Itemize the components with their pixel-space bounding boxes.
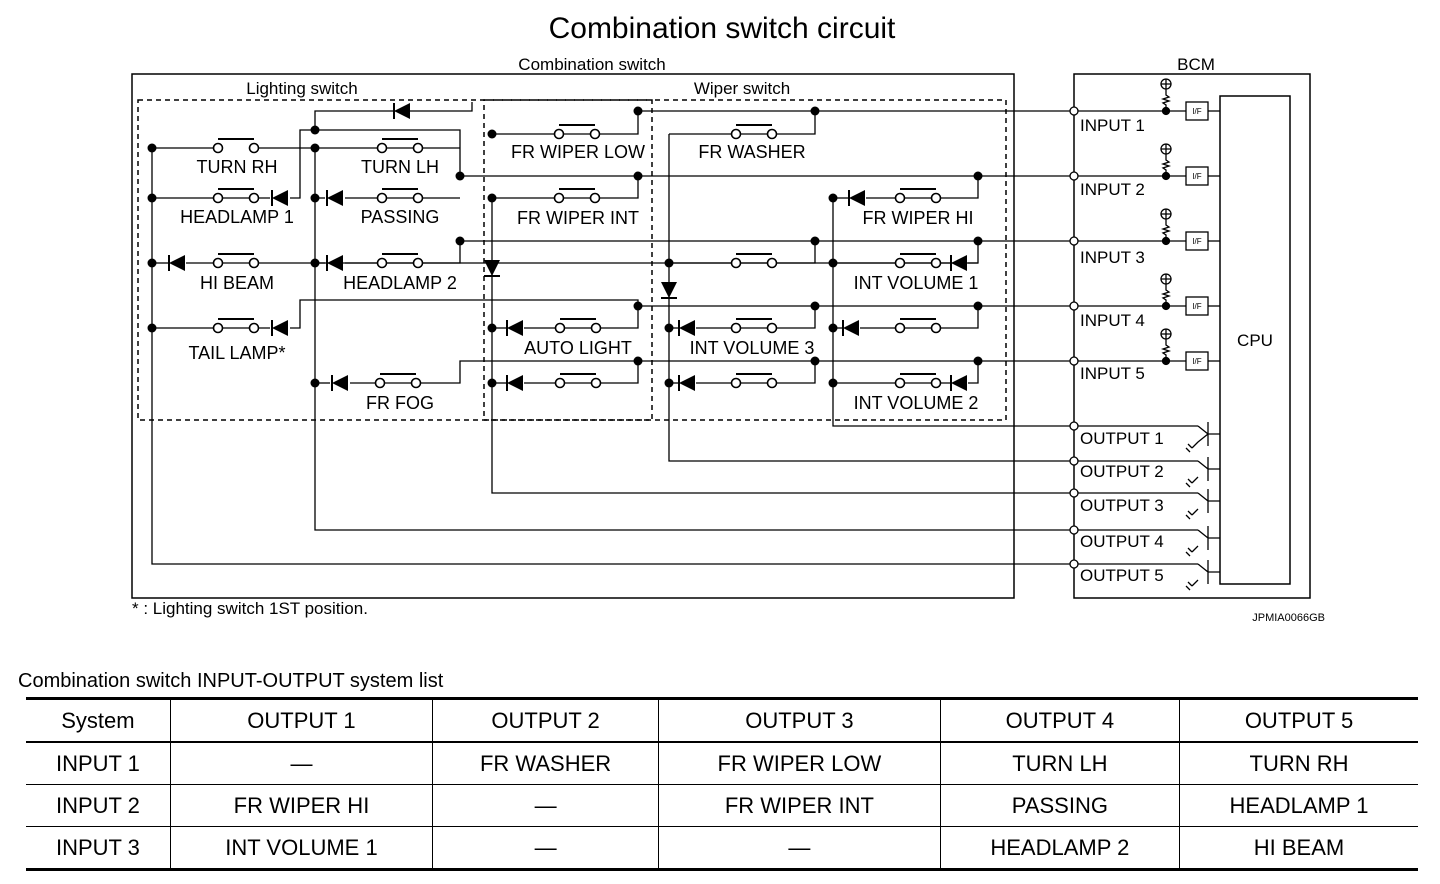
figure-code: JPMIA0066GB — [1252, 612, 1325, 624]
label-fr-washer: FR WASHER — [698, 142, 805, 162]
output-1-label: OUTPUT 1 — [1080, 429, 1164, 448]
output-2-label: OUTPUT 2 — [1080, 462, 1164, 481]
combination-switch-box — [131, 73, 1015, 599]
bcm-input-circuits — [1069, 78, 1220, 371]
label-int-volume-1: INT VOLUME 1 — [854, 273, 979, 293]
table-cell: HEADLAMP 2 — [939, 826, 1180, 870]
table-cell: PASSING — [939, 784, 1180, 827]
bcm-box — [1073, 73, 1311, 599]
if-label-4: I/F — [1192, 302, 1201, 311]
table-header-row: System OUTPUT 1 OUTPUT 2 OUTPUT 3 OUTPUT… — [26, 698, 1418, 743]
table-cell: FR WIPER LOW — [658, 742, 941, 785]
label-tail-lamp: TAIL LAMP* — [188, 343, 285, 363]
label-passing: PASSING — [361, 207, 440, 227]
table-cell: — — [432, 784, 659, 827]
label-hi-beam: HI BEAM — [200, 273, 274, 293]
table-cell: HI BEAM — [1179, 826, 1418, 870]
label-auto-light: AUTO LIGHT — [524, 338, 632, 358]
table-cell: INPUT 3 — [55, 834, 140, 860]
system-list-title: Combination switch INPUT-OUTPUT system l… — [18, 670, 444, 692]
io-system-table: System OUTPUT 1 OUTPUT 2 OUTPUT 3 OUTPUT… — [26, 697, 1418, 871]
output-3-label: OUTPUT 3 — [1080, 496, 1164, 515]
label-int-volume-2: INT VOLUME 2 — [854, 393, 979, 413]
table-cell: INPUT 1 — [26, 742, 171, 785]
circuit-diagram: Combination switch circuit Combination s… — [131, 12, 1325, 624]
label-fr-wiper-low: FR WIPER LOW — [511, 142, 645, 162]
table-row: INPUT 3 INT VOLUME 1 — — HEADLAMP 2 HI B… — [26, 826, 1418, 870]
table-cell: TURN RH — [1179, 742, 1418, 785]
footnote: * : Lighting switch 1ST position. — [132, 599, 368, 618]
header-cell: OUTPUT 5 — [1179, 698, 1418, 743]
lighting-switch-box — [137, 99, 653, 421]
table-cell: — — [169, 742, 433, 785]
label-fr-fog: FR FOG — [366, 393, 434, 413]
label-headlamp-1: HEADLAMP 1 — [180, 207, 294, 227]
header-cell: OUTPUT 3 — [658, 698, 941, 743]
header-cell: OUTPUT 2 — [432, 698, 659, 743]
bcm-output-transistors — [1069, 421, 1220, 591]
table-cell: FR WIPER HI — [169, 784, 433, 827]
if-label-3: I/F — [1192, 237, 1201, 246]
wiper-switch-label: Wiper switch — [694, 79, 790, 98]
table-cell: FR WASHER — [432, 742, 659, 785]
junction-dots — [147, 106, 983, 388]
label-int-volume-3: INT VOLUME 3 — [690, 338, 815, 358]
cpu-label: CPU — [1237, 331, 1273, 350]
if-label-1: I/F — [1192, 107, 1201, 116]
table-cell: FR WIPER INT — [658, 784, 941, 827]
table-cell: INT VOLUME 1 — [169, 826, 433, 870]
lighting-switch-label: Lighting switch — [246, 79, 358, 98]
output-4-label: OUTPUT 4 — [1080, 532, 1164, 551]
input-3-label: INPUT 3 — [1080, 248, 1145, 267]
interface-labels: I/F I/F I/F I/F I/F — [1192, 107, 1201, 366]
if-label-2: I/F — [1192, 172, 1201, 181]
input-1-label: INPUT 1 — [1080, 116, 1145, 135]
diagram-title: Combination switch circuit — [549, 12, 896, 45]
table-cell: INPUT 2 — [26, 784, 171, 827]
header-cell: OUTPUT 4 — [939, 698, 1180, 743]
table-cell: TURN LH — [939, 742, 1180, 785]
header-cell: OUTPUT 1 — [169, 698, 433, 743]
if-label-5: I/F — [1192, 357, 1201, 366]
wiring — [151, 102, 1198, 565]
combination-switch-label: Combination switch — [518, 55, 665, 74]
table-row: INPUT 2 FR WIPER HI — FR WIPER INT PASSI… — [26, 784, 1418, 827]
output-5-label: OUTPUT 5 — [1080, 566, 1164, 585]
input-5-label: INPUT 5 — [1080, 364, 1145, 383]
input-2-label: INPUT 2 — [1080, 180, 1145, 199]
label-turn-lh: TURN LH — [361, 157, 439, 177]
label-fr-wiper-int: FR WIPER INT — [517, 208, 639, 228]
header-cell: System — [26, 698, 171, 743]
table-cell: — — [432, 826, 659, 870]
table-cell: HEADLAMP 1 — [1179, 784, 1418, 827]
label-fr-wiper-hi: FR WIPER HI — [863, 208, 974, 228]
bcm-outputs: OUTPUT 1 OUTPUT 2 OUTPUT 3 OUTPUT 4 OUTP… — [1080, 429, 1164, 585]
label-headlamp-2: HEADLAMP 2 — [343, 273, 457, 293]
bcm-label: BCM — [1177, 55, 1215, 74]
table-row: INPUT 1 — FR WASHER FR WIPER LOW TURN LH… — [26, 742, 1418, 785]
bcm-inputs: INPUT 1 INPUT 2 INPUT 3 INPUT 4 INPUT 5 — [1080, 116, 1145, 383]
label-turn-rh: TURN RH — [197, 157, 278, 177]
input-4-label: INPUT 4 — [1080, 311, 1145, 330]
switch-labels: TURN RH TURN LH HEADLAMP 1 PASSING HI BE… — [180, 142, 978, 413]
table-cell: — — [658, 826, 941, 870]
cpu-box — [1219, 95, 1291, 585]
